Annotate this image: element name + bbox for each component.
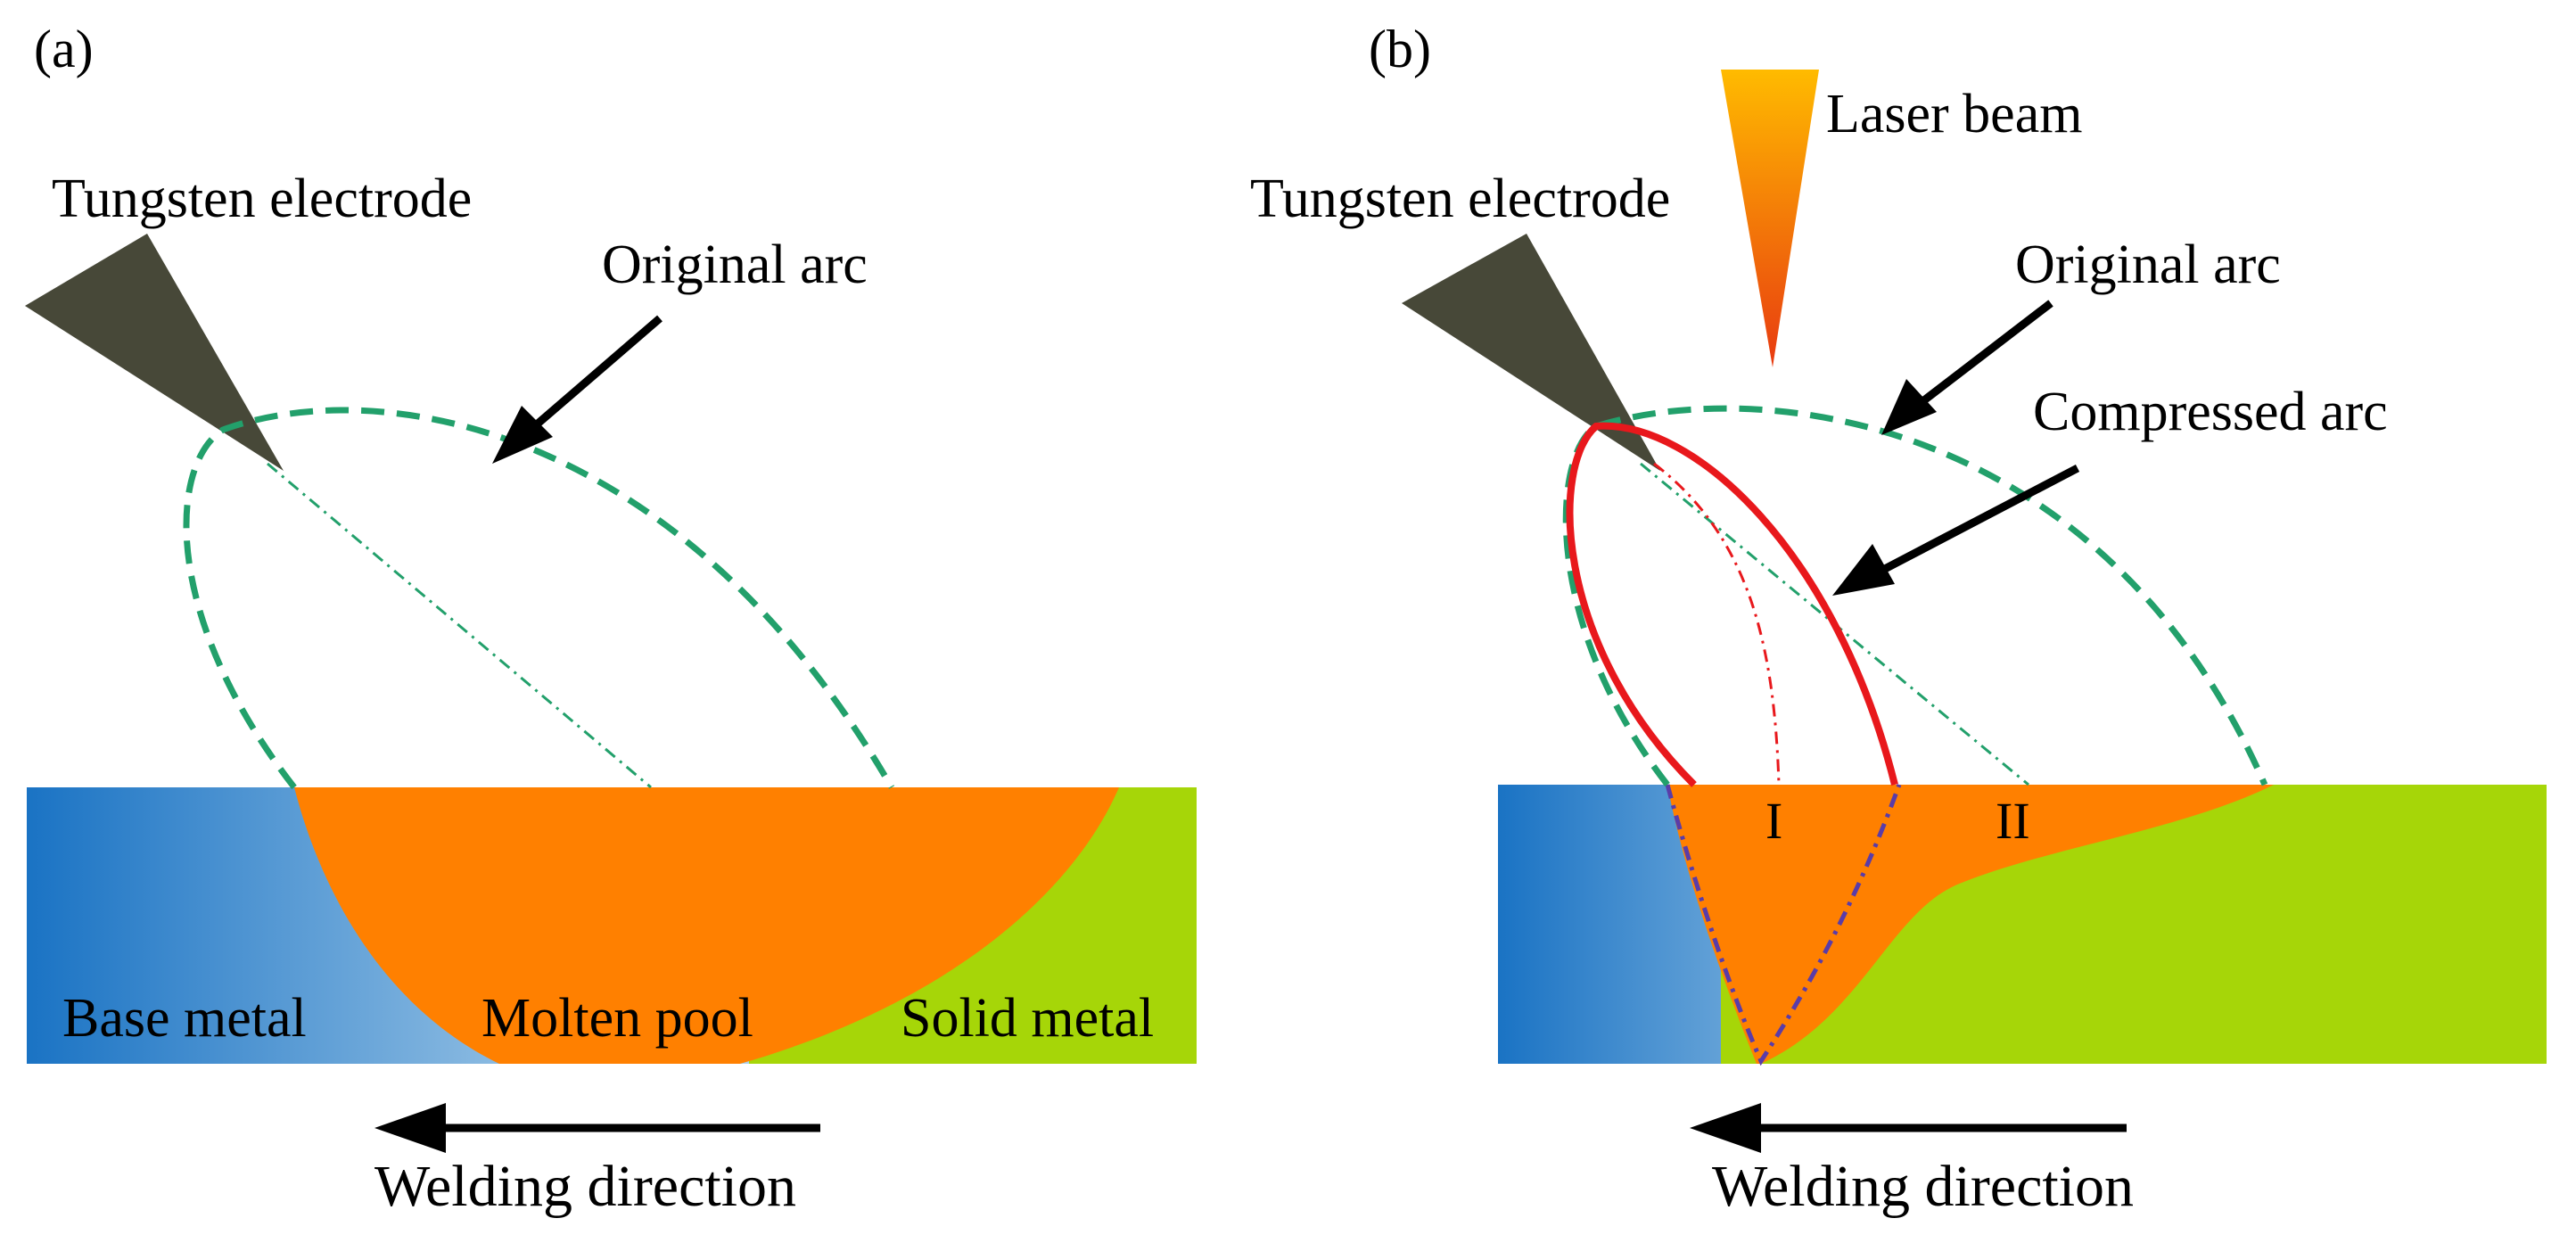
keyhole-boundary — [1665, 784, 1902, 1066]
original-arc-arrowhead — [492, 406, 553, 464]
laser-beam-label: Laser beam — [1826, 84, 2082, 144]
compressed-arc-arrow-shaft — [1879, 465, 2080, 574]
panel-b: (b) Laser beam Tungsten electrode I II O… — [1250, 20, 2547, 1219]
laser-beam-shape — [1721, 70, 1819, 367]
compressed-arc-axis — [1653, 462, 1781, 786]
original-arc-arrowhead — [1881, 379, 1937, 435]
molten-pool-label: Molten pool — [481, 988, 753, 1049]
welding-direction-arrowhead — [1690, 1103, 1761, 1153]
compressed-arc-label: Compressed arc — [2033, 382, 2388, 442]
original-arc-arrow-shaft — [528, 315, 663, 433]
compressed-arc-outline — [1566, 422, 1898, 787]
molten-pool-region — [1667, 785, 2274, 1064]
welding-direction-label: Welding direction — [1712, 1154, 2134, 1219]
arc-axis-line — [267, 462, 652, 789]
original-arc-label: Original arc — [2015, 235, 2281, 295]
tungsten-electrode-shape — [1402, 234, 1660, 471]
solid-metal-label: Solid metal — [901, 988, 1154, 1049]
tungsten-electrode-label: Tungsten electrode — [52, 169, 472, 229]
original-arc-outline — [1562, 405, 2268, 787]
tungsten-electrode-label: Tungsten electrode — [1250, 169, 1670, 229]
welding-direction-label: Welding direction — [374, 1154, 796, 1219]
welding-direction-arrowhead — [374, 1103, 446, 1153]
base-metal-label: Base metal — [62, 988, 307, 1049]
zone-one-label: I — [1765, 792, 1782, 850]
original-arc-label: Original arc — [602, 235, 868, 295]
original-arc-arrow-shaft — [1914, 300, 2053, 409]
tungsten-electrode-shape — [25, 234, 284, 471]
zone-two-label: II — [1996, 792, 2030, 850]
original-arc-outline — [183, 407, 895, 790]
panel-a: (a) Tungsten electrode Original arc Base… — [25, 20, 1197, 1219]
panel-a-tag: (a) — [34, 20, 94, 78]
compressed-arc-arrowhead — [1832, 544, 1895, 596]
molten-pool-region — [294, 787, 1119, 1064]
panel-b-tag: (b) — [1369, 20, 1431, 78]
